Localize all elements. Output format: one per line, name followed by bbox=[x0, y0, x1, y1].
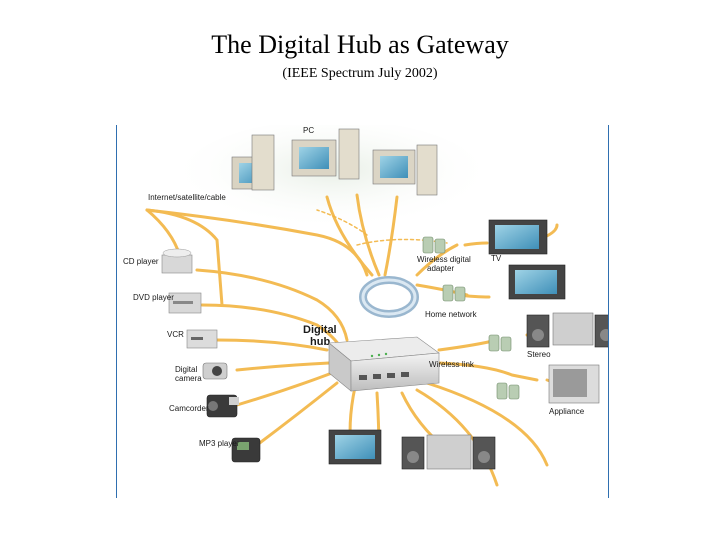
tv-device-1 bbox=[488, 219, 548, 255]
connection-lines bbox=[145, 193, 564, 487]
cd-player-label: CD player bbox=[123, 257, 159, 266]
appliance-label: Appliance bbox=[549, 407, 585, 416]
digital-hub-device bbox=[328, 336, 440, 392]
pc-computer-2 bbox=[291, 128, 360, 180]
digital-hub-diagram: PC Internet/satellite/cable CD player DV… bbox=[123, 125, 608, 487]
wireless-adapter-label-line2: adapter bbox=[427, 264, 454, 273]
vcr-connection bbox=[215, 338, 329, 352]
pc-cluster bbox=[231, 128, 438, 196]
appliance-device bbox=[548, 364, 600, 404]
camcorder-label: Camcorder bbox=[169, 404, 209, 413]
vcr-label: VCR bbox=[167, 330, 184, 339]
mp3-player-label: MP3 player bbox=[199, 439, 240, 448]
dvd-player-label: DVD player bbox=[133, 293, 174, 302]
cd-player-device bbox=[161, 248, 193, 274]
stereo-label: Stereo bbox=[527, 350, 551, 359]
frame-left-border bbox=[116, 125, 117, 498]
dvd-player-connection bbox=[200, 303, 341, 347]
dvd-player-device bbox=[168, 292, 202, 314]
home-network-label: Home network bbox=[425, 310, 478, 319]
digital-hub-label-line1: Digital bbox=[303, 324, 337, 336]
vcr-device bbox=[186, 329, 218, 349]
slide-title: The Digital Hub as Gateway bbox=[211, 30, 509, 59]
camcorder-connection bbox=[235, 371, 334, 407]
pc-computer-3 bbox=[372, 144, 438, 196]
camcorder-device bbox=[206, 394, 239, 418]
camera-label-line1: Digital bbox=[175, 365, 197, 374]
camera-connection bbox=[235, 361, 331, 372]
mp3-player-device bbox=[231, 437, 261, 463]
tv-device-bottom bbox=[328, 429, 382, 465]
stereo-device-right bbox=[526, 312, 608, 348]
pc-computer-1 bbox=[231, 134, 275, 191]
wireless-link-label: Wireless link bbox=[429, 360, 475, 369]
camera-label-line2: camera bbox=[175, 374, 202, 383]
mp3-connection bbox=[255, 381, 339, 447]
wireless-adapter-label-line1: Wireless digital bbox=[417, 255, 471, 264]
slide-subtitle: (IEEE Spectrum July 2002) bbox=[282, 66, 438, 81]
wireless-link-connection bbox=[437, 361, 539, 382]
internet-label: Internet/satellite/cable bbox=[148, 193, 226, 202]
frame-right-border bbox=[608, 125, 609, 498]
digital-hub-label-line2: hub bbox=[310, 336, 330, 348]
tv-label: TV bbox=[491, 254, 502, 263]
dotted-link-1 bbox=[356, 238, 448, 246]
wireless-adapters bbox=[422, 236, 520, 400]
pc-label: PC bbox=[303, 126, 314, 135]
tv-device-2 bbox=[508, 264, 566, 300]
pc-connection bbox=[325, 195, 374, 277]
stereo-device-bottom bbox=[401, 434, 496, 470]
digital-camera-device bbox=[202, 362, 228, 380]
cd-player-connection bbox=[195, 268, 349, 342]
home-network-ring bbox=[359, 276, 419, 318]
